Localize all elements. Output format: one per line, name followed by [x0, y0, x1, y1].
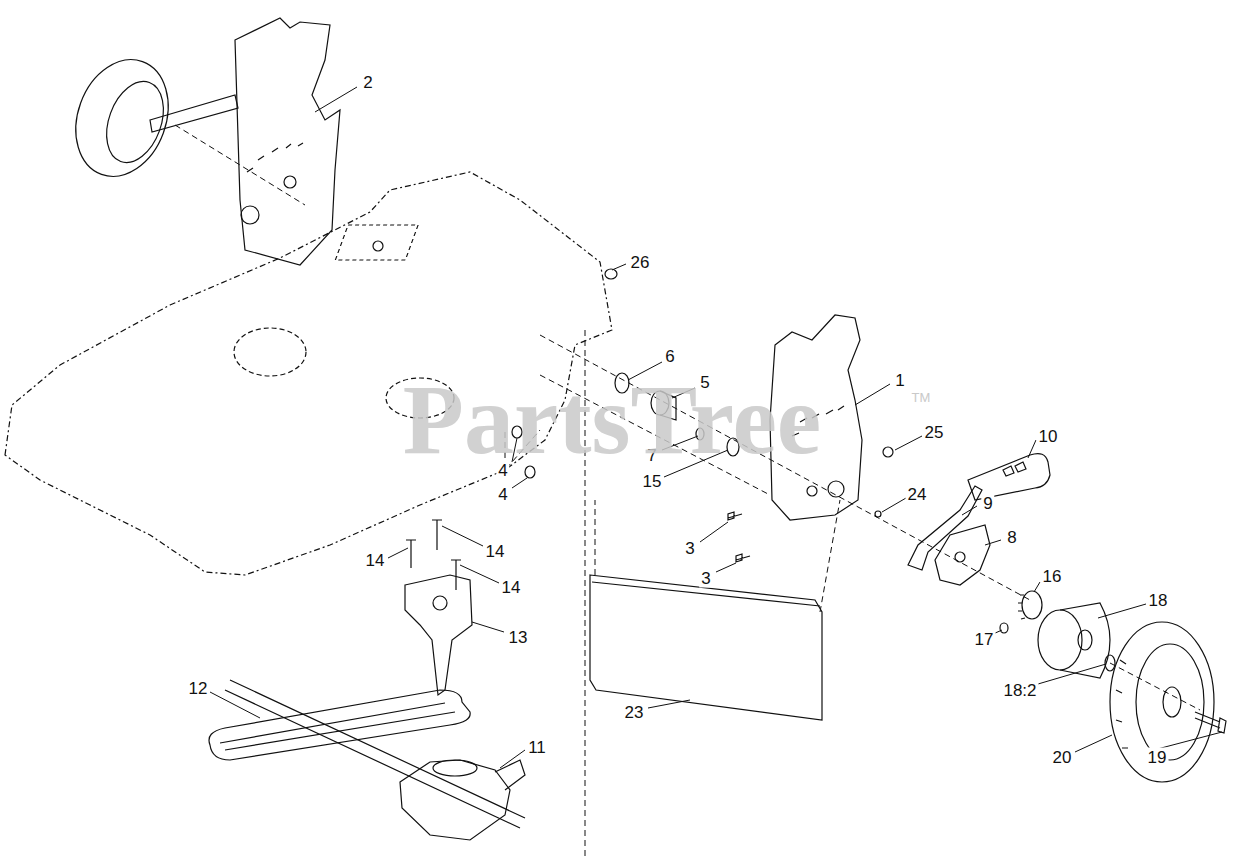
hub-bore: [1078, 630, 1092, 650]
lever-bracket: [935, 525, 990, 585]
screw: [406, 540, 416, 568]
leader-line: [460, 565, 499, 583]
callout-number: 11: [526, 738, 548, 757]
leader-line: [612, 264, 626, 270]
leader-line: [472, 622, 504, 632]
transmission: [400, 760, 510, 840]
plate-hole: [828, 481, 844, 497]
callout-number: 14: [364, 551, 387, 570]
callout-number: 14: [484, 542, 507, 561]
leader-line: [442, 526, 483, 546]
leader-line: [1098, 604, 1146, 618]
leader-line: [962, 506, 977, 515]
nut: [605, 269, 617, 279]
leader-line: [895, 436, 922, 450]
transmission-arm: [495, 760, 525, 790]
screw: [451, 560, 461, 590]
knob-marks: [1003, 462, 1026, 476]
callout-number: 6: [663, 347, 676, 366]
watermark: PartsTree: [403, 370, 821, 470]
leader-line: [648, 700, 690, 708]
assembly-line: [175, 125, 305, 205]
hub-front: [1038, 610, 1082, 670]
callout-number: 8: [1005, 528, 1018, 547]
plate-hole: [284, 176, 296, 188]
leader-line: [1028, 440, 1036, 458]
callout-number: 15: [641, 472, 664, 491]
rear-flap: [590, 575, 822, 720]
wheel-hub: [1163, 687, 1181, 717]
callout-number: 16: [1041, 567, 1064, 586]
wheel-tire: [1110, 622, 1214, 782]
bolt: [728, 512, 742, 520]
callout-number: 23: [623, 703, 646, 722]
callout-number: 26: [629, 253, 652, 272]
tire-tread: [1116, 660, 1128, 748]
hub-body: [1060, 603, 1110, 678]
leader-line: [1034, 582, 1040, 592]
leader-line: [1075, 735, 1112, 752]
deck-hole: [234, 328, 306, 376]
plate-slots: [247, 143, 303, 172]
callout-number: 2: [361, 73, 374, 92]
callout-number: 18:2: [1001, 681, 1038, 700]
leader-lines: [210, 87, 1222, 768]
deck-stud: [373, 241, 383, 251]
plate-hole: [241, 206, 259, 224]
wheel-rim: [1136, 644, 1204, 760]
callout-number: 17: [973, 630, 996, 649]
assembly-line: [1110, 663, 1200, 710]
callout-number: 19: [1146, 748, 1169, 767]
transmission-pulley: [433, 760, 477, 776]
screw: [432, 520, 442, 550]
callout-number: 13: [507, 628, 530, 647]
drawing: [5, 18, 1226, 860]
belt-guard-bracket: [405, 575, 472, 695]
leader-line: [210, 692, 260, 718]
callout-number: 25: [923, 423, 946, 442]
bolt-head: [883, 447, 893, 457]
drive-gear: [1022, 591, 1042, 619]
leader-line: [882, 498, 906, 512]
wheel-rim: [96, 74, 174, 171]
callout-number: 4: [496, 485, 509, 504]
leader-line: [1038, 664, 1106, 684]
plate-hole: [807, 486, 817, 496]
trademark-mark: TM: [912, 391, 931, 404]
assembly-line: [595, 500, 596, 575]
clip: [1000, 623, 1008, 633]
leader-line: [388, 548, 408, 558]
callout-number: 18: [1147, 591, 1170, 610]
callout-number: 10: [1037, 427, 1060, 446]
callout-number: 3: [683, 539, 696, 558]
leader-line: [985, 540, 1001, 545]
wheel-arm: [150, 95, 238, 132]
callout-number: 9: [981, 494, 994, 513]
callout-number: 12: [187, 679, 210, 698]
callout-number: 14: [500, 578, 523, 597]
leader-line: [700, 522, 728, 542]
wheel-bolt: [1195, 712, 1226, 733]
deck-pocket: [335, 225, 418, 260]
bolt: [736, 554, 750, 562]
callout-number: 1: [893, 371, 906, 390]
callout-number: 3: [699, 569, 712, 588]
axle: [225, 680, 525, 828]
callout-number: 20: [1051, 748, 1074, 767]
leader-line: [500, 750, 525, 768]
leader-line: [716, 563, 736, 572]
height-plate: [235, 18, 340, 265]
gear-teeth: [1018, 595, 1025, 619]
leader-line: [315, 87, 357, 112]
bracket-hole: [433, 596, 447, 610]
wheel-tire: [60, 47, 184, 190]
leader-line: [855, 384, 890, 405]
callout-number: 24: [906, 485, 929, 504]
leader-line: [512, 478, 527, 488]
assembly-lines: [175, 125, 1200, 860]
assembly-line: [820, 500, 840, 612]
